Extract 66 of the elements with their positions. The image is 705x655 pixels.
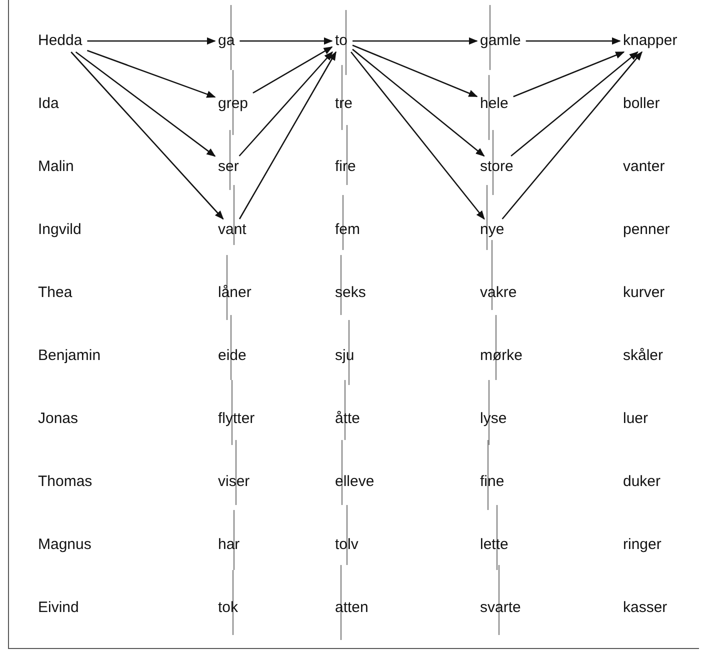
arrow [513, 51, 625, 98]
word-label: Thomas [37, 473, 94, 491]
word-label: seks [334, 284, 367, 302]
word-label: Malin [37, 158, 75, 176]
word-label: kurver [622, 284, 666, 302]
word-label: duker [622, 473, 662, 491]
word-label: Benjamin [37, 347, 102, 365]
word-label: flytter [217, 410, 256, 428]
word-label: Ingvild [37, 221, 82, 239]
word-label: atten [334, 599, 370, 617]
word-label: vanter [622, 158, 666, 176]
word-label: store [479, 158, 514, 176]
word-label: tok [217, 599, 240, 617]
word-label: nye [479, 221, 506, 239]
word-label: lette [479, 536, 510, 554]
word-label: Eivind [37, 599, 80, 617]
word-label: ringer [622, 536, 662, 554]
word-label: Hedda [37, 32, 84, 50]
arrow [352, 48, 485, 157]
arrow [510, 51, 638, 156]
word-label: fire [334, 158, 357, 176]
arrow [70, 52, 224, 220]
word-label: ser [217, 158, 240, 176]
word-label: sju [334, 347, 356, 365]
word-label: ga [217, 32, 236, 50]
word-label: eide [217, 347, 248, 365]
word-label: kasser [622, 599, 668, 617]
word-label: gamle [479, 32, 522, 50]
word-label: åtte [334, 410, 362, 428]
word-label: hele [479, 95, 510, 113]
arrow [352, 37, 478, 45]
arrow [238, 51, 336, 220]
word-label: skåler [622, 347, 664, 365]
word-label: fem [334, 221, 362, 239]
word-label: har [217, 536, 241, 554]
arrow [350, 52, 485, 220]
word-label: Magnus [37, 536, 92, 554]
word-label: to [334, 32, 349, 50]
word-label: Jonas [37, 410, 80, 428]
word-label: tre [334, 95, 354, 113]
word-label: luer [622, 410, 650, 428]
word-label: elleve [334, 473, 376, 491]
arrow [352, 44, 478, 98]
word-label: mørke [479, 347, 524, 365]
word-label: boller [622, 95, 661, 113]
word-label: grep [217, 95, 250, 113]
word-label: penner [622, 221, 671, 239]
arrow [75, 51, 216, 157]
word-label: viser [217, 473, 251, 491]
word-label: Ida [37, 95, 60, 113]
arrow [502, 51, 642, 220]
arrow [87, 37, 216, 45]
word-label: låner [217, 284, 252, 302]
word-label: vant [217, 221, 248, 239]
word-label: svarte [479, 599, 522, 617]
word-label: fine [479, 473, 506, 491]
arrow [526, 37, 621, 45]
word-label: Thea [37, 284, 74, 302]
arrow [238, 51, 334, 156]
arrow [252, 46, 333, 94]
word-label: knapper [622, 32, 678, 50]
arrow [86, 50, 216, 98]
word-label: lyse [479, 410, 508, 428]
arrow [240, 37, 333, 45]
word-label: tolv [334, 536, 360, 554]
word-label: vakre [479, 284, 518, 302]
